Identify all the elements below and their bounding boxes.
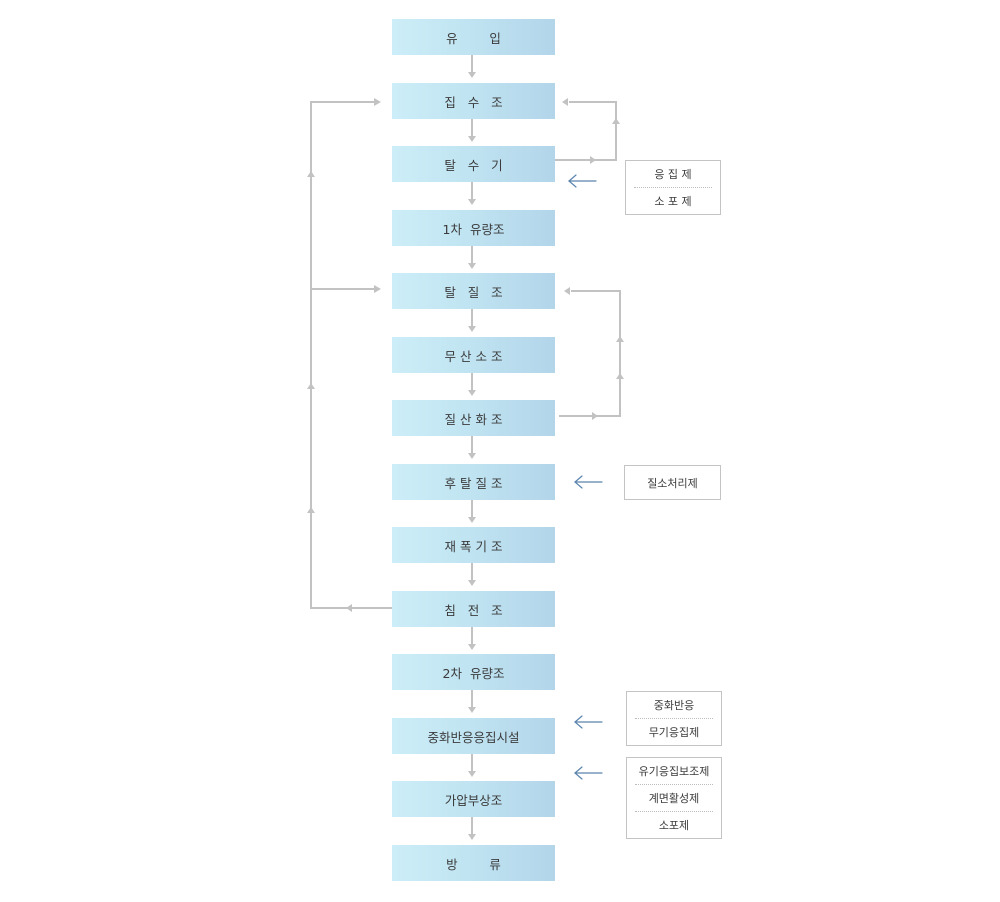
step-label: 탈 수 기 [444,157,503,173]
step-label: 무 산 소 조 [444,348,503,364]
step-reaeration: 재 폭 기 조 [392,527,555,563]
step-dissolved-air-flotation: 가압부상조 [392,781,555,817]
chemical-item: 응 집 제 [654,168,692,181]
step-label: 방 류 [446,856,501,872]
step-nitrification: 질 산 화 조 [392,400,555,436]
step-label: 재 폭 기 조 [444,538,503,554]
chemical-box-post-denitrification: 질소처리제 [624,465,721,500]
step-neutralization-coagulation: 중화반응응집시설 [392,718,555,754]
chemical-box-neutralization: 중화반응 무기응집제 [626,691,722,746]
chemical-box-dewatering: 응 집 제 소 포 제 [625,160,721,215]
step-post-denitrification: 후 탈 질 조 [392,464,555,500]
step-first-equalization: 1차 유량조 [392,210,555,246]
step-label: 1차 유량조 [442,221,505,237]
step-inflow: 유 입 [392,19,555,55]
step-collection-tank: 집 수 조 [392,83,555,119]
chemical-item: 중화반응 [653,699,695,712]
chemical-item: 유기응집보조제 [638,765,710,778]
step-label: 질 산 화 조 [444,411,503,427]
step-label: 유 입 [446,30,501,46]
chemical-item: 무기응집제 [635,718,713,745]
step-sedimentation: 침 전 조 [392,591,555,627]
step-label: 2차 유량조 [442,665,505,681]
step-anoxic: 무 산 소 조 [392,337,555,373]
step-label: 탈 질 조 [444,284,503,300]
chemical-box-flotation: 유기응집보조제 계면활성제 소포제 [626,757,722,839]
step-label: 집 수 조 [444,94,503,110]
chemical-item: 소 포 제 [634,187,712,214]
chemical-item: 소포제 [635,811,713,838]
step-label: 침 전 조 [444,602,503,618]
step-label: 중화반응응집시설 [427,729,520,745]
step-discharge: 방 류 [392,845,555,881]
chemical-item: 계면활성제 [635,784,713,811]
step-second-equalization: 2차 유량조 [392,654,555,690]
step-label: 가압부상조 [444,792,503,808]
step-label: 후 탈 질 조 [444,475,503,491]
step-dewatering: 탈 수 기 [392,146,555,182]
chemical-item: 질소처리제 [647,476,698,490]
step-denitrification: 탈 질 조 [392,273,555,309]
